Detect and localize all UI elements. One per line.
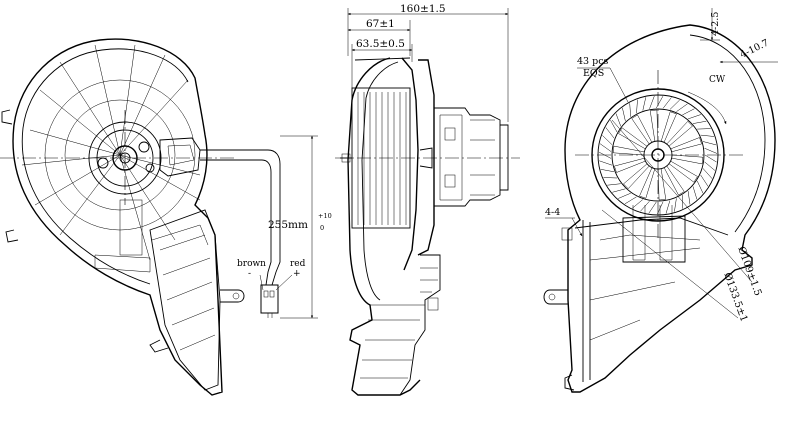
impeller-blade: [607, 183, 621, 186]
wire-brown-label: brown: [237, 259, 266, 269]
overall-length-dimension: 160±1.5: [400, 3, 446, 15]
impeller-spoke: [631, 114, 653, 145]
impeller-spoke: [666, 120, 693, 147]
wiring-harness: brown red - + 255mm +10 0: [200, 135, 332, 319]
impeller-blade: [704, 154, 717, 163]
impeller-blade: [605, 127, 615, 139]
impeller-blade: [622, 107, 626, 122]
motor-length-dimension: 67±1: [366, 18, 395, 30]
impeller-blade: [599, 160, 613, 166]
impeller-blade: [612, 188, 626, 193]
impeller-blade: [665, 200, 671, 214]
impeller-blade: [692, 186, 698, 200]
impeller-spoke: [671, 154, 704, 165]
impeller-blade: [600, 169, 615, 173]
impeller-blade: [649, 96, 655, 109]
impeller-spoke: [612, 145, 645, 156]
blade-count-label: 43 pcs: [577, 56, 609, 67]
impeller-blade: [640, 201, 650, 212]
impeller-spoke: [623, 163, 650, 190]
impeller-blade: [702, 168, 713, 179]
impeller-blade: [662, 97, 672, 109]
impeller-blade: [657, 201, 664, 215]
impeller-blade: [624, 196, 637, 205]
impeller-blade: [648, 201, 657, 214]
impeller-blade: [700, 134, 715, 137]
impeller-spoke: [660, 111, 677, 143]
impeller-blade: [692, 120, 707, 124]
impeller-blade: [599, 143, 612, 152]
impeller-blade: [702, 141, 717, 146]
front-view: CW 43 pcs EQS 4-2.5 4-10.7 4-4 Ø109±1.5 …: [543, 8, 778, 393]
mount-offset-a-dimension: 4-2.5: [710, 12, 721, 36]
mount-offset-b-dimension: 4-10.7: [738, 37, 770, 60]
impeller-blade: [682, 108, 695, 116]
impeller-blade: [656, 96, 664, 109]
impeller-blade: [688, 114, 701, 120]
blade-spacing-label: EQS: [583, 68, 604, 79]
impeller-spoke: [614, 157, 646, 173]
impeller-blade: [603, 177, 618, 179]
flange-length-dimension: 63.5±0.5: [356, 38, 405, 50]
impeller-blade: [629, 103, 631, 117]
impeller-blade: [696, 180, 704, 194]
polarity-minus: -: [248, 269, 251, 279]
cable-tolerance-lower: 0: [320, 224, 324, 232]
cable-tolerance-upper: +10: [318, 212, 332, 220]
rear-view: [0, 38, 245, 396]
impeller-blade: [676, 103, 688, 112]
impeller-blade: [687, 191, 691, 205]
cable-length-dimension: 255mm: [268, 219, 308, 231]
impeller-blade: [636, 99, 638, 114]
side-view: 160±1.5 67±1 63.5±0.5: [335, 3, 520, 396]
impeller-spoke: [657, 168, 667, 201]
impeller-blade: [700, 174, 709, 187]
wire-red-label: red: [290, 259, 306, 269]
impeller-blade: [632, 199, 643, 209]
rotation-direction-label: CW: [709, 75, 726, 85]
impeller-blade: [669, 99, 680, 110]
impeller-blade: [704, 161, 716, 171]
impeller-spoke: [663, 165, 685, 196]
impeller-spoke: [668, 160, 698, 183]
impeller-blade: [642, 97, 647, 111]
impeller-blade: [615, 113, 622, 127]
impeller-blade: [610, 120, 618, 133]
impeller-spoke: [639, 167, 656, 199]
impeller-blade: [697, 128, 711, 130]
impeller-spoke: [649, 109, 659, 142]
impeller-blade: [674, 198, 677, 212]
impeller-blade: [602, 135, 613, 145]
impeller-spoke: [618, 127, 648, 150]
polarity-plus: +: [293, 269, 301, 279]
impeller-spoke: [670, 137, 702, 153]
impeller-blade: [704, 147, 718, 154]
impeller-diameter-dimension: Ø109±1.5: [735, 245, 763, 297]
side-mount-dimension: 4-4: [545, 207, 560, 218]
impeller-blade: [618, 192, 631, 199]
